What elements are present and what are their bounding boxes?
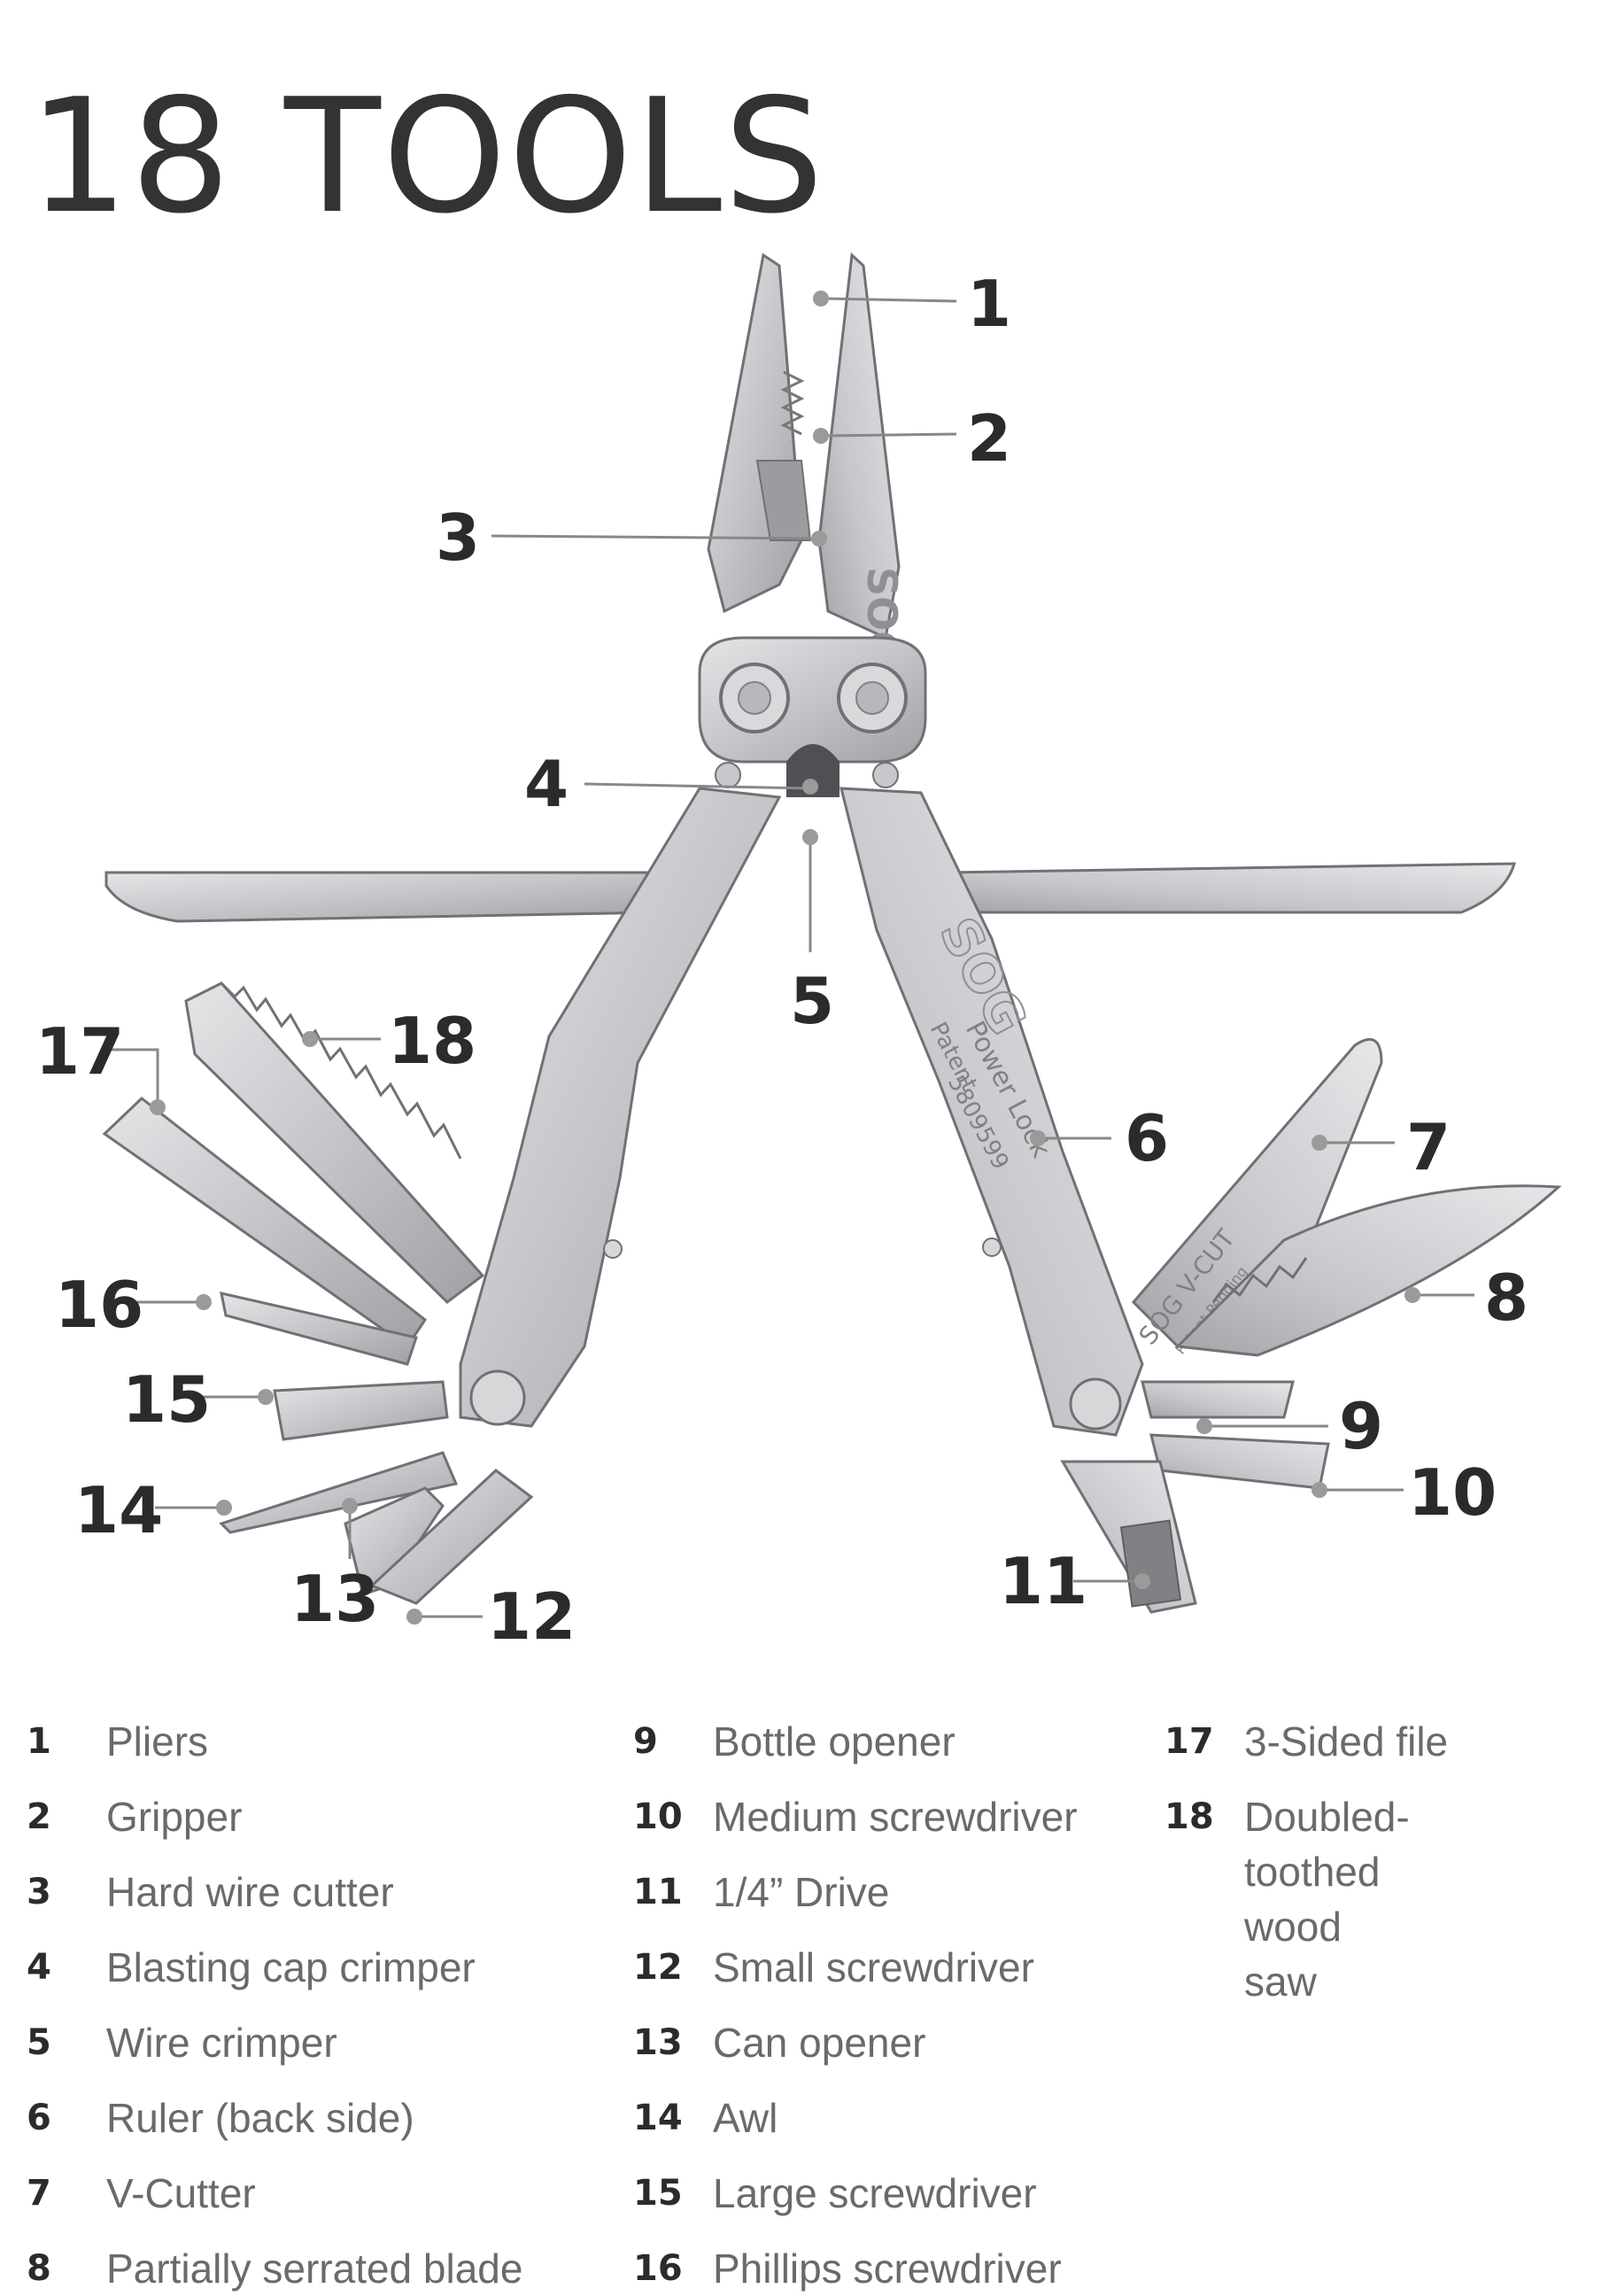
legend-label: Wire crimper	[106, 2020, 337, 2066]
wire-cutter-notch	[755, 460, 812, 541]
legend-num: 4	[27, 1947, 51, 1988]
file-tool	[102, 1097, 428, 1349]
multitool-diagram: SOG SOG Power Lock Patent 5809599	[35, 252, 1562, 1654]
right-tools: SOG V-CUT Patent Pending	[1060, 1037, 1562, 1614]
legend-num: 8	[27, 2248, 51, 2289]
callout-numbers: 1 2 3 4 5 6 7 8 9 10 11 12 13 14 15 16 1…	[35, 267, 1528, 1654]
callout-1: 1	[967, 267, 1011, 341]
legend-num: 10	[633, 1796, 683, 1837]
legend-label: Small screwdriver	[713, 1944, 1034, 1990]
legend-label: Doubled-toothed wood saw	[1244, 1794, 1410, 2005]
large-screwdriver-tool	[273, 1380, 449, 1441]
legend-label: Blasting cap crimper	[106, 1944, 476, 1990]
legend-num: 1	[27, 1721, 51, 1762]
legend-label: Awl	[713, 2095, 778, 2141]
callout-18: 18	[388, 1004, 476, 1078]
callout-2: 2	[967, 401, 1011, 476]
callout-14: 14	[74, 1473, 163, 1547]
callout-line-17	[102, 1048, 159, 1107]
left-handle	[459, 787, 782, 1428]
ruler-arms	[104, 862, 1516, 923]
legend-num: 9	[633, 1721, 658, 1762]
saw-teeth	[220, 981, 462, 1160]
legend-label: Medium screwdriver	[713, 1794, 1078, 1840]
legend-label: Gripper	[106, 1794, 243, 1840]
callout-8: 8	[1484, 1260, 1528, 1335]
legend-label: 3-Sided file	[1244, 1718, 1449, 1765]
callout-line-4	[584, 782, 811, 790]
legend-num: 18	[1164, 1796, 1214, 1837]
legend-label: Pliers	[106, 1718, 209, 1765]
crimper-opening	[786, 744, 839, 797]
callout-17: 17	[35, 1014, 124, 1089]
vcutter-tool	[1131, 1037, 1383, 1349]
callout-line-1	[823, 297, 957, 303]
legend-label: Bottle opener	[713, 1718, 956, 1765]
callout-3: 3	[436, 500, 480, 575]
blade-tool	[1174, 1184, 1562, 1357]
callout-dots	[150, 291, 1420, 1625]
callout-16: 16	[55, 1268, 143, 1342]
phillips-tool	[220, 1292, 418, 1366]
callout-9: 9	[1339, 1389, 1383, 1463]
left-ruler	[104, 871, 662, 923]
callout-10: 10	[1408, 1455, 1497, 1530]
legend-num: 13	[633, 2022, 683, 2063]
legend-num: 17	[1164, 1721, 1214, 1762]
awl-tool	[219, 1451, 459, 1534]
legend-label: Can opener	[713, 2020, 926, 2066]
right-ruler	[946, 862, 1516, 914]
callout-11: 11	[999, 1544, 1087, 1618]
bottle-opener-tool	[1141, 1380, 1295, 1419]
callout-6: 6	[1125, 1101, 1169, 1175]
legend-num: 15	[633, 2173, 683, 2214]
callout-7: 7	[1406, 1110, 1451, 1184]
right-handle	[839, 787, 1144, 1437]
callout-5: 5	[790, 964, 834, 1038]
legend-num: 7	[27, 2173, 51, 2214]
pivot-block	[698, 636, 927, 797]
legend-num: 11	[633, 1872, 683, 1912]
legend-label: Hard wire cutter	[106, 1869, 394, 1915]
legend-label: V-Cutter	[106, 2170, 256, 2216]
legend-num: 14	[633, 2098, 683, 2138]
legend-num: 5	[27, 2022, 51, 2063]
callout-lines	[102, 297, 1474, 1618]
left-tools	[102, 981, 534, 1605]
legend-num: 16	[633, 2248, 683, 2289]
jaw-teeth	[780, 370, 805, 436]
callout-13: 13	[290, 1562, 379, 1636]
legend-num: 3	[27, 1872, 51, 1912]
callout-4: 4	[524, 747, 569, 821]
page-title: 18 TOOLS	[28, 65, 826, 248]
legend-label: Phillips screwdriver	[713, 2246, 1062, 2292]
small-screwdriver-tool	[369, 1469, 534, 1605]
legend-label: Partially serrated blade	[106, 2246, 523, 2292]
callout-line-3	[491, 534, 820, 540]
legend-label: Large screwdriver	[713, 2170, 1037, 2216]
legend-num: 6	[27, 2098, 51, 2138]
legend-label: Ruler (back side)	[106, 2095, 414, 2141]
callout-12: 12	[487, 1579, 576, 1654]
saw-tool	[184, 981, 485, 1304]
callout-line-2	[823, 432, 957, 438]
legend-num: 12	[633, 1947, 683, 1988]
callout-15: 15	[122, 1362, 211, 1437]
legend-label: 1/4” Drive	[713, 1869, 890, 1915]
blade-serration	[1211, 1257, 1308, 1303]
legend-num: 2	[27, 1796, 51, 1837]
